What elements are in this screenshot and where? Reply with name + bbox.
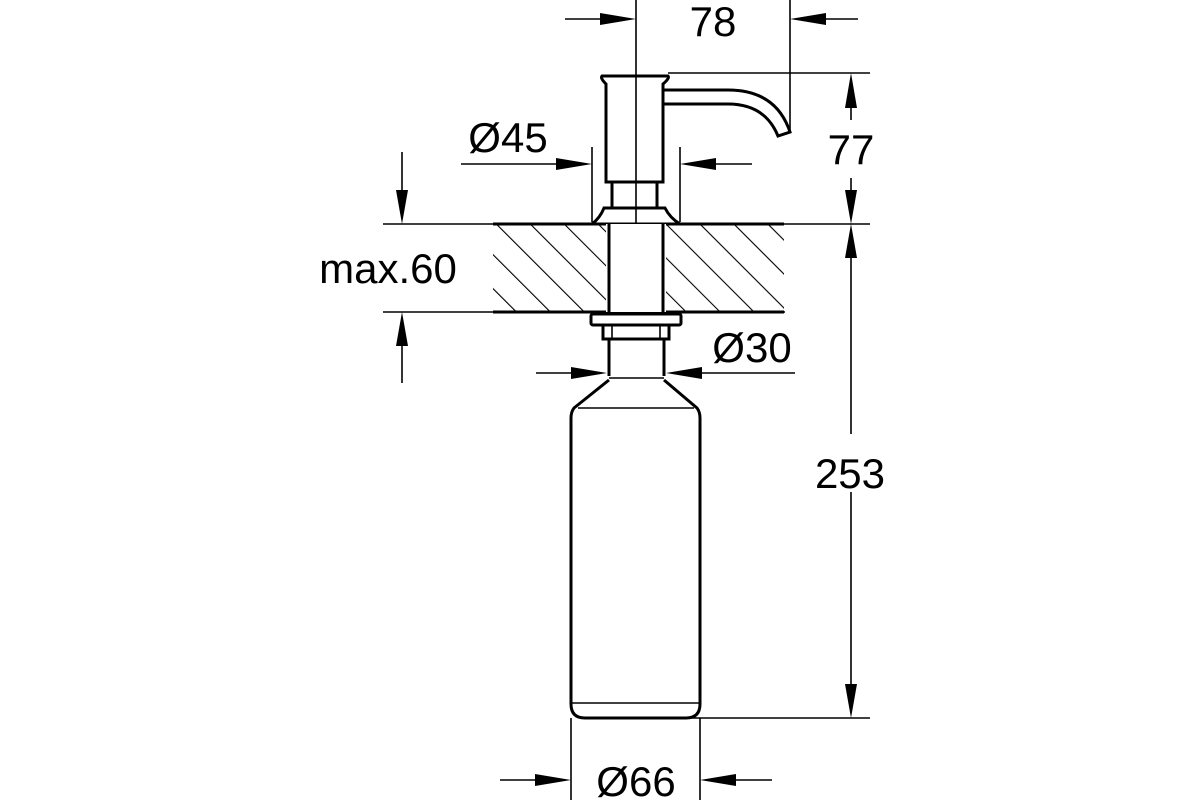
label-bottle-diameter: Ø66 [596,758,675,800]
soap-bottle [569,339,702,720]
label-bottle-height: 253 [815,450,885,497]
dim-bottle-height: 253 [690,224,885,719]
dim-shank-diameter: Ø30 [536,324,795,379]
label-head-diameter: Ø45 [468,114,547,161]
dim-counter-thickness: max.60 [319,152,457,383]
label-shank-diameter: Ø30 [712,324,791,371]
dispenser-head [587,74,792,226]
label-spout-reach: 78 [690,0,737,45]
dim-bottle-diameter: Ø66 [500,718,772,800]
dim-head-diameter: Ø45 [461,114,752,222]
label-counter-thickness: max.60 [319,245,457,292]
dispenser-shank [589,224,683,341]
dim-spout-reach: 78 [565,0,858,132]
dim-head-height: 77 [668,72,875,224]
label-head-height: 77 [828,126,875,173]
countertop-section [383,222,870,314]
